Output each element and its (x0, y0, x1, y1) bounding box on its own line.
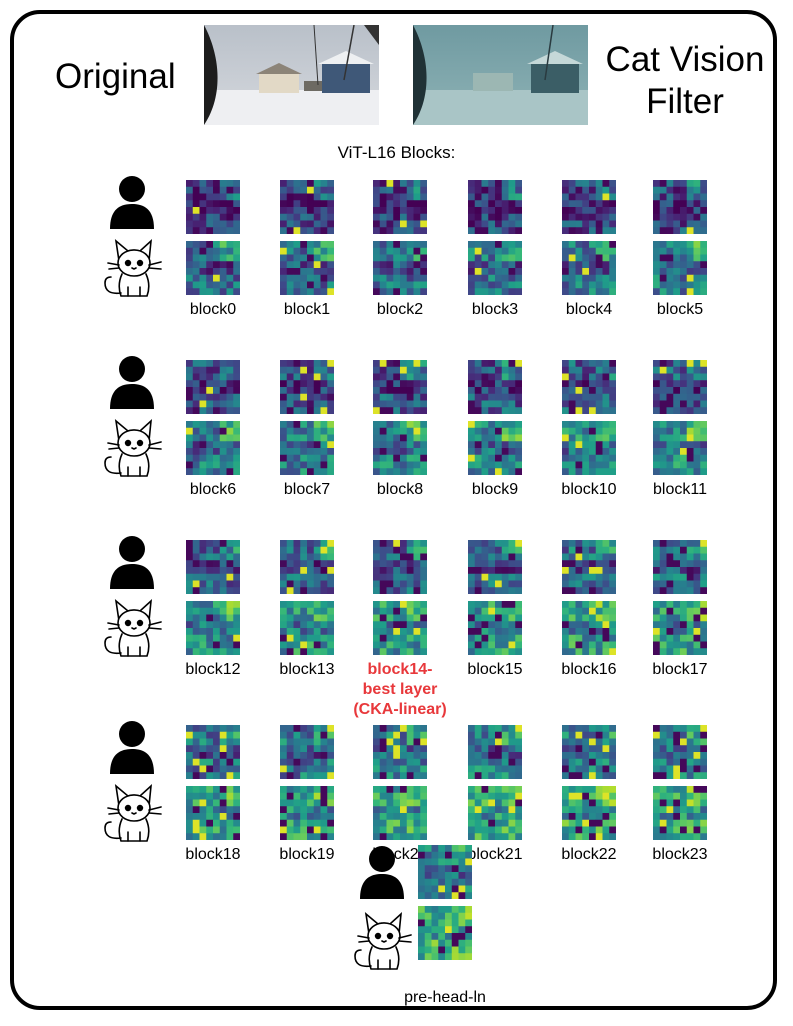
original-title: Original (55, 57, 176, 96)
cat-heatmap-block16 (562, 601, 616, 655)
cat-heatmap-block3 (468, 241, 522, 295)
block-label: block19 (279, 846, 335, 863)
human-heatmap-block15 (468, 540, 522, 594)
human-heatmap-block20 (373, 725, 427, 779)
block-label: block4 (565, 301, 613, 318)
block-label: block22 (561, 846, 617, 863)
human-heatmap-block19 (280, 725, 334, 779)
cat-heatmap-block8 (373, 421, 427, 475)
original-photo (204, 25, 379, 125)
block-label: block10 (561, 481, 617, 498)
cat-heatmap-block12 (186, 601, 240, 655)
person-silhouette-icon (358, 845, 406, 906)
cat-heatmap-block23 (653, 786, 707, 840)
cat-drawing-icon (349, 908, 415, 977)
block-label: block12 (185, 661, 241, 678)
human-heatmap-block10 (562, 360, 616, 414)
block-label: block11 (653, 481, 707, 498)
cat-heatmap-block20 (373, 786, 427, 840)
cat-drawing-icon (99, 235, 165, 304)
human-heatmap-block22 (562, 725, 616, 779)
human-heatmap-block23 (653, 725, 707, 779)
cat-heatmap-block13 (280, 601, 334, 655)
cat-vision-title-line2: Filter (646, 82, 724, 121)
block-label-best: block14- best layer (CKA-linear) (353, 661, 447, 718)
cat-drawing-icon (99, 415, 165, 484)
cat-heatmap-block5 (653, 241, 707, 295)
human-heatmap-block12 (186, 540, 240, 594)
cat-drawing-icon (99, 780, 165, 849)
block-label: block13 (279, 661, 335, 678)
cat-heatmap-block22 (562, 786, 616, 840)
person-silhouette-icon (108, 720, 156, 781)
block-label: block18 (185, 846, 241, 863)
block-label: block3 (471, 301, 519, 318)
cat-heatmap-block9 (468, 421, 522, 475)
block-label: block21 (467, 846, 523, 863)
cat-heatmap-pre-head-ln (418, 906, 472, 960)
cat-heatmap-block19 (280, 786, 334, 840)
block-label: block17 (652, 661, 708, 678)
human-heatmap-block18 (186, 725, 240, 779)
cat-heatmap-block1 (280, 241, 334, 295)
cat-heatmap-block4 (562, 241, 616, 295)
human-heatmap-block14 (373, 540, 427, 594)
block-label: block8 (376, 481, 424, 498)
human-heatmap-block4 (562, 180, 616, 234)
human-heatmap-block11 (653, 360, 707, 414)
cat-heatmap-block10 (562, 421, 616, 475)
human-heatmap-block9 (468, 360, 522, 414)
cat-drawing-icon (99, 595, 165, 664)
block-label: block9 (471, 481, 519, 498)
filtered-photo (413, 25, 588, 125)
block-label: block5 (656, 301, 704, 318)
cat-heatmap-block18 (186, 786, 240, 840)
block-label: block7 (283, 481, 331, 498)
human-heatmap-block2 (373, 180, 427, 234)
figure-frame (10, 10, 777, 1010)
cat-vision-title-line1: Cat Vision (605, 40, 765, 79)
section-title: ViT-L16 Blocks: (337, 143, 456, 162)
person-silhouette-icon (108, 535, 156, 596)
human-heatmap-block13 (280, 540, 334, 594)
block-label: block6 (189, 481, 237, 498)
human-heatmap-block5 (653, 180, 707, 234)
person-silhouette-icon (108, 175, 156, 236)
human-heatmap-block21 (468, 725, 522, 779)
human-heatmap-block3 (468, 180, 522, 234)
cat-heatmap-block2 (373, 241, 427, 295)
cat-heatmap-block7 (280, 421, 334, 475)
block-label: block23 (652, 846, 708, 863)
person-silhouette-icon (108, 355, 156, 416)
pre-head-ln-label: pre-head-ln (404, 989, 486, 1006)
human-heatmap-pre-head-ln (418, 845, 472, 899)
cat-heatmap-block21 (468, 786, 522, 840)
block-label: block0 (189, 301, 237, 318)
cat-heatmap-block11 (653, 421, 707, 475)
human-heatmap-block16 (562, 540, 616, 594)
human-heatmap-block17 (653, 540, 707, 594)
cat-heatmap-block6 (186, 421, 240, 475)
human-heatmap-block1 (280, 180, 334, 234)
block-label: block2 (376, 301, 424, 318)
cat-heatmap-block15 (468, 601, 522, 655)
block-label: block16 (561, 661, 617, 678)
block-label: block15 (467, 661, 523, 678)
human-heatmap-block8 (373, 360, 427, 414)
cat-heatmap-block0 (186, 241, 240, 295)
human-heatmap-block0 (186, 180, 240, 234)
human-heatmap-block6 (186, 360, 240, 414)
cat-heatmap-block14 (373, 601, 427, 655)
block-label: block1 (283, 301, 331, 318)
cat-heatmap-block17 (653, 601, 707, 655)
human-heatmap-block7 (280, 360, 334, 414)
